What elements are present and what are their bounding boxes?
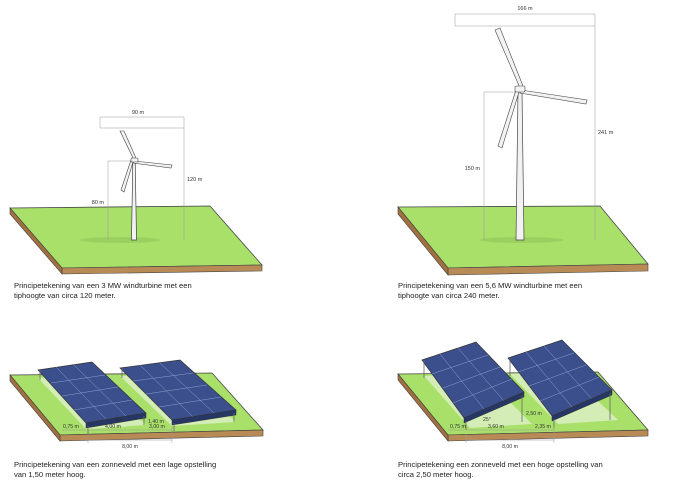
solar-low-drawing: 0,75 m 10° 4,00 m 1,40 m 3,00 m 8,00 m [9, 359, 264, 450]
gap-label: 2,35 m [535, 424, 551, 430]
panel-solar-high: 0,75 m 25° 3,60 m 2,50 m 2,35 m 8,00 m P… [340, 330, 680, 496]
solar-array-right [119, 359, 237, 431]
gap-label: 3,00 m [149, 424, 165, 430]
ground-soil-side [397, 373, 449, 442]
tip-height-label: 120 m [187, 177, 203, 183]
row-width-label: 8,00 m [502, 444, 518, 450]
caption-line-2: tiphoogte van circa 240 meter. [398, 291, 500, 300]
caption-line-2: van 1,50 meter hoog. [14, 470, 86, 479]
caption-wind-small: Principetekening van een 3 MW windturbin… [14, 281, 264, 301]
width-dimension-label: 90 m [132, 110, 145, 116]
dimension-lines [62, 426, 173, 443]
tip-height-label: 241 m [598, 130, 614, 136]
caption-line-1: Principetekening van een 3 MW windturbin… [14, 281, 192, 290]
spacing-label: 0,75 m [63, 424, 79, 430]
panel-solar-low: 0,75 m 10° 4,00 m 1,40 m 3,00 m 8,00 m P… [0, 330, 340, 496]
panel-depth-label: 4,00 m [105, 424, 121, 430]
tilt-label: 10° [115, 417, 123, 423]
caption-line-2: tiphoogte van circa 120 meter. [14, 291, 116, 300]
wind-small-drawing: 90 m 80 m 120 m [9, 110, 263, 275]
caption-line-1: Principetekening van een zonneveld met e… [14, 460, 217, 469]
hub-height-label: 80 m [92, 200, 105, 206]
turbine-tower [131, 160, 137, 241]
turbine-rotor [494, 27, 588, 149]
caption-line-1: Principetekening een zonneveld met een h… [398, 460, 603, 469]
panel-wind-small: 90 m 80 m 120 m Principetekening van een… [0, 0, 340, 300]
caption-solar-high: Principetekening een zonneveld met een h… [398, 460, 648, 480]
spacing-label: 0,75 m [450, 424, 466, 430]
dimension-lines [448, 426, 555, 443]
ground-soil-side [9, 374, 61, 442]
turbine-tower [515, 91, 525, 241]
ground-soil-side [397, 206, 449, 276]
caption-line-1: Principetekening van een 5,6 MW windturb… [398, 281, 583, 290]
solar-array-left [421, 341, 525, 430]
wind-large-drawing: 166 m 150 m 241 m [397, 6, 649, 276]
solar-array-right [507, 339, 613, 428]
ground-soil-side [9, 207, 63, 275]
tilt-label: 25° [483, 417, 491, 423]
height-label: 2,50 m [526, 411, 542, 417]
dimension-lines [454, 13, 596, 240]
caption-solar-low: Principetekening van een zonneveld met e… [14, 460, 264, 480]
row-width-label: 8,00 m [122, 444, 138, 450]
hub-height-label: 150 m [465, 166, 481, 172]
panel-depth-label: 3,60 m [488, 424, 504, 430]
solar-array-left [37, 361, 147, 434]
solar-high-drawing: 0,75 m 25° 3,60 m 2,50 m 2,35 m 8,00 m [397, 339, 649, 450]
panel-wind-large: 166 m 150 m 241 m Principetekening van e… [340, 0, 680, 300]
turbine-shadow [80, 237, 160, 243]
caption-line-2: circa 2,50 meter hoog. [398, 470, 474, 479]
height-label: 1,40 m [148, 419, 164, 425]
dimension-lines [99, 116, 185, 240]
turbine-rotor [119, 130, 173, 193]
width-dimension-label: 166 m [517, 6, 533, 12]
caption-wind-large: Principetekening van een 5,6 MW windturb… [398, 281, 648, 301]
